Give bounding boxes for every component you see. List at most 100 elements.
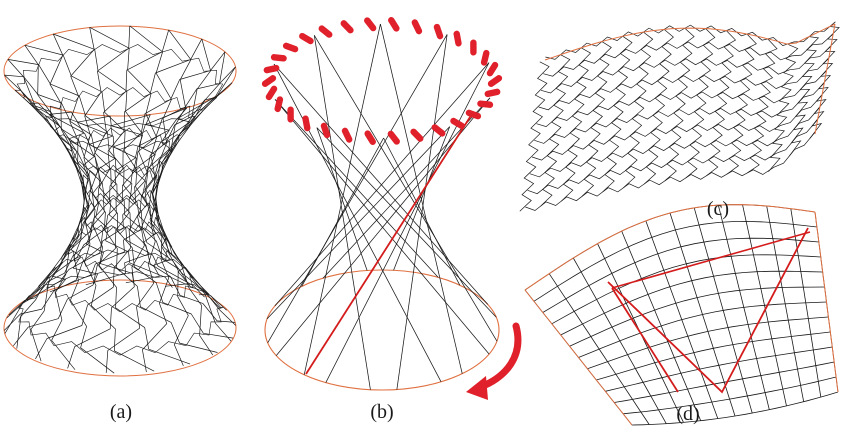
panel-a-ring-strand (16, 44, 224, 129)
panel-c-strand (809, 26, 840, 139)
panel-c-strand (726, 33, 757, 175)
panel-b-ruling-line (274, 99, 490, 355)
panel-b-ruling-line (266, 126, 450, 320)
panel-a-strand (105, 29, 192, 373)
panel-b-hyperboloid-rulings (261, 17, 522, 400)
panel-a-bottom-ring (3, 279, 237, 377)
panel-b-twist-mark (411, 19, 423, 35)
panel-a-strand (3, 82, 233, 331)
panel-b-twist-mark (453, 30, 462, 47)
panel-b-twist-mark (302, 115, 311, 132)
panel-b-bottom-ring (264, 269, 500, 391)
panel-b-twist-mark (274, 96, 284, 113)
panel-b-twist-mark (261, 75, 277, 87)
panel-a-strand (24, 45, 191, 365)
panel-b-ruling-line (316, 127, 368, 271)
panel-d-grid-line (542, 237, 819, 313)
panel-d-highlighted-ruling (611, 231, 811, 289)
panel-b-twist-mark (282, 42, 299, 53)
panel-a-strand (49, 33, 155, 372)
panel-a-strand (4, 74, 234, 339)
panel-a-strand (14, 89, 236, 323)
panel-d-caption: (d) (676, 403, 699, 425)
panel-a-ring-strand (18, 271, 222, 356)
panel-d-grid-line (790, 208, 822, 398)
panel-c-strand (529, 107, 821, 178)
panel-b-twist-mark (320, 122, 331, 139)
panel-c-strand (540, 45, 832, 94)
panel-d-boundary-left (524, 289, 633, 426)
panel-b-twist-mark (265, 85, 278, 101)
panel-a-strand (30, 29, 170, 362)
panel-a-strand (51, 25, 131, 370)
panel-b-twist-mark (388, 17, 400, 32)
panel-b-ruling-line (301, 137, 384, 287)
panel-a-strand (89, 26, 189, 367)
panel-b-ruling-line (380, 23, 463, 374)
panel-b-twist-mark (364, 17, 377, 32)
panel-a-strand (7, 59, 218, 353)
panel-b-twist-mark (270, 54, 287, 62)
panel-b-highlighted-ruling (305, 113, 473, 375)
panel-d-grid-line (631, 391, 839, 426)
panel-b-twist-mark (318, 25, 333, 38)
panel-b-twist-mark (387, 130, 400, 145)
panel-b-twist-mark (431, 124, 446, 137)
panel-b-ruling-line (273, 63, 442, 382)
panel-a-strand (49, 96, 216, 293)
panel-b-ruling-line (267, 34, 448, 343)
panel-b-twist-mark (487, 75, 503, 87)
panel-a-strand (14, 89, 205, 298)
panel-c-strand (519, 61, 550, 212)
panel-b-twist-mark (340, 20, 354, 34)
panel-a-strand (4, 74, 227, 311)
panel-b-twist-mark (433, 23, 444, 40)
panel-c-strand (685, 28, 716, 179)
panel-b-ruling-line (396, 34, 448, 390)
panel-c-boundary-top (544, 23, 836, 61)
panel-a-strand (13, 66, 236, 347)
panel-c-strand (581, 41, 612, 197)
panel-d-highlighted-ruling (611, 287, 679, 393)
panel-d-boundary-top (524, 204, 816, 291)
panel-b-ruling-line (273, 63, 489, 305)
panel-c-strand (540, 54, 571, 207)
panel-b-ruling-line (325, 62, 490, 383)
panel-b-ruling-line (316, 127, 497, 318)
panel-c-strand (643, 29, 674, 185)
panel-a-ring-strand (81, 197, 159, 235)
panel-a-strand (24, 44, 232, 342)
panel-c-strand (623, 31, 654, 189)
panel-b-twist-mark (341, 127, 353, 143)
panel-c-strand (602, 35, 633, 193)
panel-b-twist-mark (299, 32, 314, 45)
panel-c-saddle-lattice (519, 21, 840, 212)
panel-a-ring-strand (67, 225, 173, 272)
panel-c-caption: (c) (707, 198, 729, 220)
panel-a-strand (4, 51, 226, 334)
panel-a-strand (129, 25, 172, 373)
panel-b-ruling-line (274, 99, 439, 278)
panel-a-strand (53, 33, 214, 356)
panel-c-strand (536, 70, 827, 127)
panel-d-grid-line (524, 204, 816, 291)
panel-b-twist-mark (477, 100, 494, 108)
panel-b-twist-mark (450, 117, 465, 130)
panel-a-caption: (a) (110, 401, 132, 423)
panel-b-twist-mark (486, 61, 499, 77)
panel-b-caption: (b) (370, 401, 393, 423)
panel-a-ring-strand (80, 164, 160, 202)
panel-c-strand (747, 38, 778, 173)
panel-d-highlighted-ruling (607, 227, 809, 394)
panel-a-strand (8, 96, 216, 316)
panel-b-twist-mark (484, 88, 501, 98)
panel-c-strand (664, 27, 695, 182)
panel-a-strand (26, 107, 187, 302)
panel-a-ring-strand (66, 127, 174, 175)
panel-a-strand (48, 111, 135, 284)
panel-d-grid-line (614, 361, 835, 403)
panel-d-grid-line (623, 376, 837, 415)
panel-a-strand (16, 38, 203, 349)
panel-a-strand (67, 38, 211, 369)
